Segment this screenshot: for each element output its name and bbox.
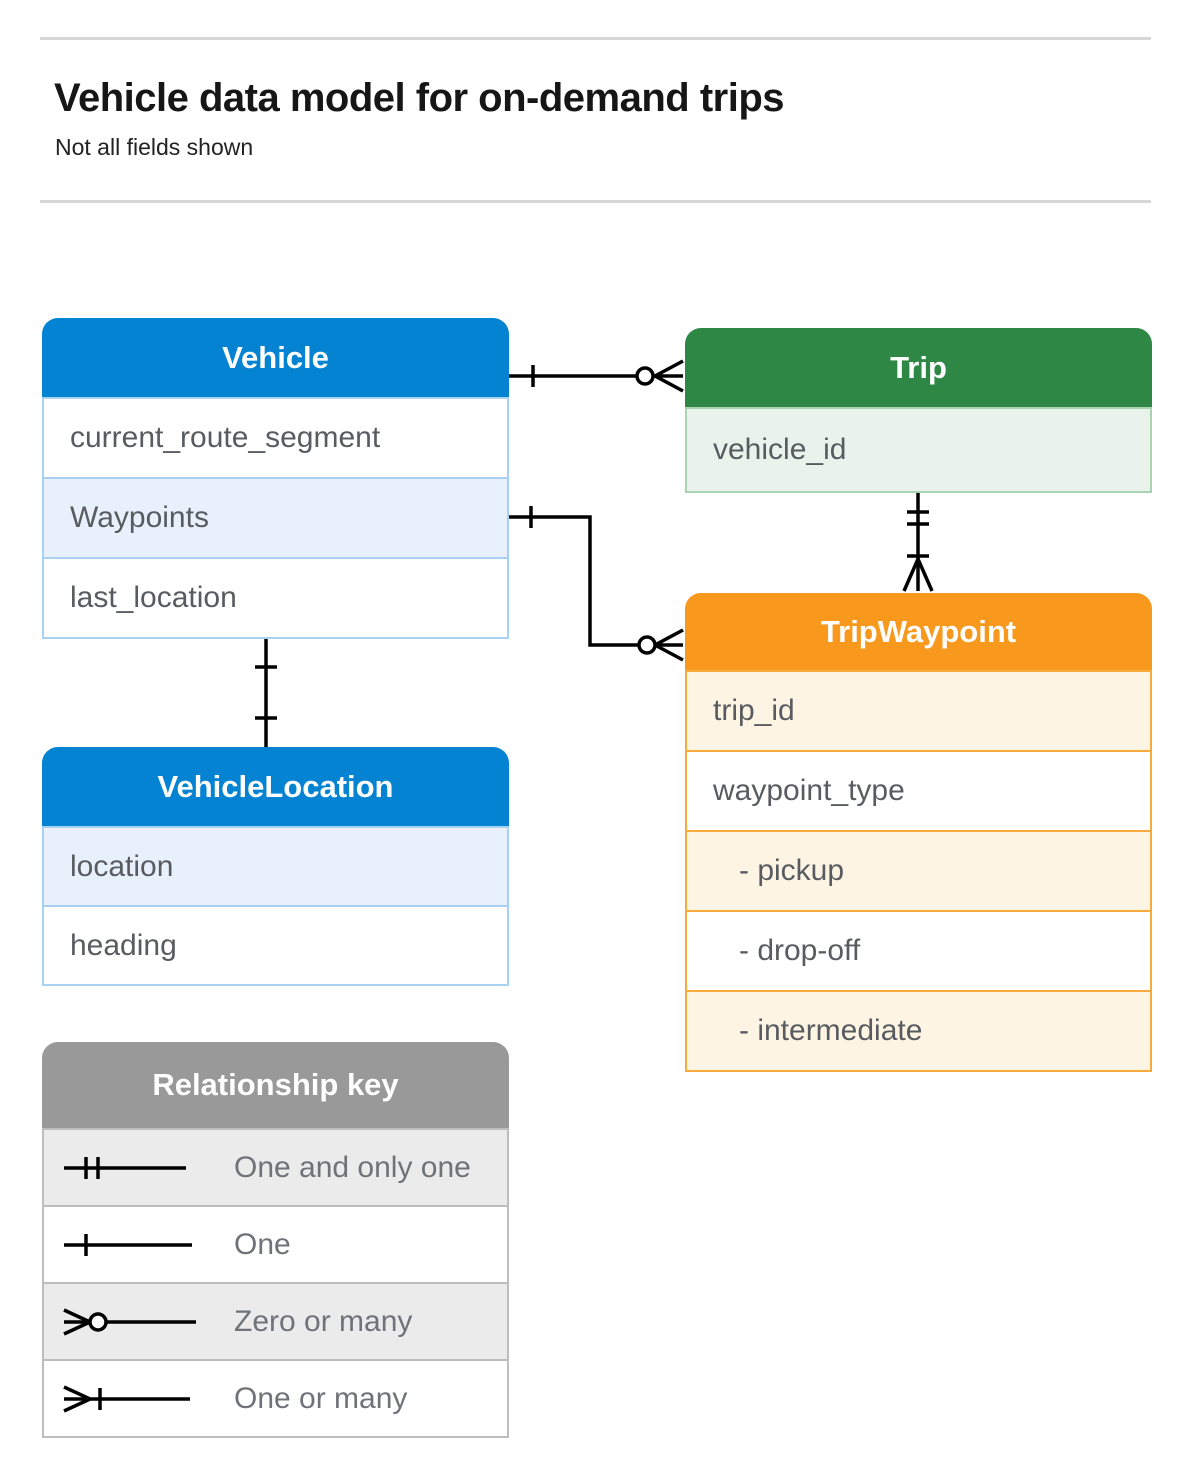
table-row: trip_id <box>687 670 1150 750</box>
crow-foot-icon <box>654 628 684 662</box>
connector-vehicle-trip <box>509 359 684 393</box>
table-row: - intermediate <box>687 990 1150 1070</box>
relationship-key: Relationship key One and only one One <box>42 1042 509 1438</box>
connector-trip-tripwaypoint <box>902 491 934 592</box>
double-tick-icon <box>907 510 929 526</box>
connector-line <box>509 515 683 647</box>
top-divider <box>40 37 1151 40</box>
relationship-key-header: Relationship key <box>42 1042 509 1128</box>
legend-label: One <box>234 1227 291 1261</box>
legend-label: Zero or many <box>234 1304 413 1338</box>
legend-item: One or many <box>44 1359 507 1436</box>
relationship-key-rows: One and only one One Zero or many <box>42 1128 509 1438</box>
connector-vehicle-vehiclelocation <box>255 637 277 747</box>
entity-table-trip: Trip vehicle_id <box>685 328 1152 493</box>
table-rows: trip_id waypoint_type - pickup - drop-of… <box>685 670 1152 1072</box>
table-header-trip: Trip <box>685 328 1152 407</box>
table-row: - pickup <box>687 830 1150 910</box>
page-subtitle: Not all fields shown <box>55 134 254 160</box>
zero-or-many-icon <box>63 1307 196 1336</box>
legend-item: Zero or many <box>44 1282 507 1359</box>
table-row: heading <box>44 905 507 984</box>
legend-label: One and only one <box>234 1150 471 1184</box>
zero-circle-icon <box>637 635 657 655</box>
table-header-vehiclelocation: VehicleLocation <box>42 747 509 826</box>
legend-item: One <box>44 1205 507 1282</box>
crow-foot-icon <box>654 359 684 393</box>
table-rows: vehicle_id <box>685 407 1152 493</box>
table-rows: current_route_segment Waypoints last_loc… <box>42 397 509 639</box>
table-row: current_route_segment <box>44 397 507 477</box>
table-row: Waypoints <box>44 477 507 557</box>
table-row: last_location <box>44 557 507 637</box>
table-row: - drop-off <box>687 910 1150 990</box>
one-and-only-one-icon <box>64 1156 186 1179</box>
table-row: location <box>44 826 507 905</box>
entity-table-vehicle: Vehicle current_route_segment Waypoints … <box>42 318 509 639</box>
connector-waypoints-tripwaypoint <box>509 506 684 662</box>
subtitle-divider <box>40 200 1151 203</box>
table-row: vehicle_id <box>687 407 1150 491</box>
one-icon <box>64 1233 192 1256</box>
entity-table-tripwaypoint: TripWaypoint trip_id waypoint_type - pic… <box>685 593 1152 1072</box>
table-rows: location heading <box>42 826 509 986</box>
table-header-tripwaypoint: TripWaypoint <box>685 593 1152 670</box>
legend-label: One or many <box>234 1381 408 1415</box>
table-row: waypoint_type <box>687 750 1150 830</box>
table-header-vehicle: Vehicle <box>42 318 509 397</box>
legend-item: One and only one <box>44 1128 507 1205</box>
page-title: Vehicle data model for on-demand trips <box>54 76 785 120</box>
zero-circle-icon <box>635 366 655 386</box>
one-or-many-icon <box>63 1384 190 1413</box>
entity-table-vehiclelocation: VehicleLocation location heading <box>42 747 509 986</box>
crow-foot-icon <box>902 558 934 592</box>
